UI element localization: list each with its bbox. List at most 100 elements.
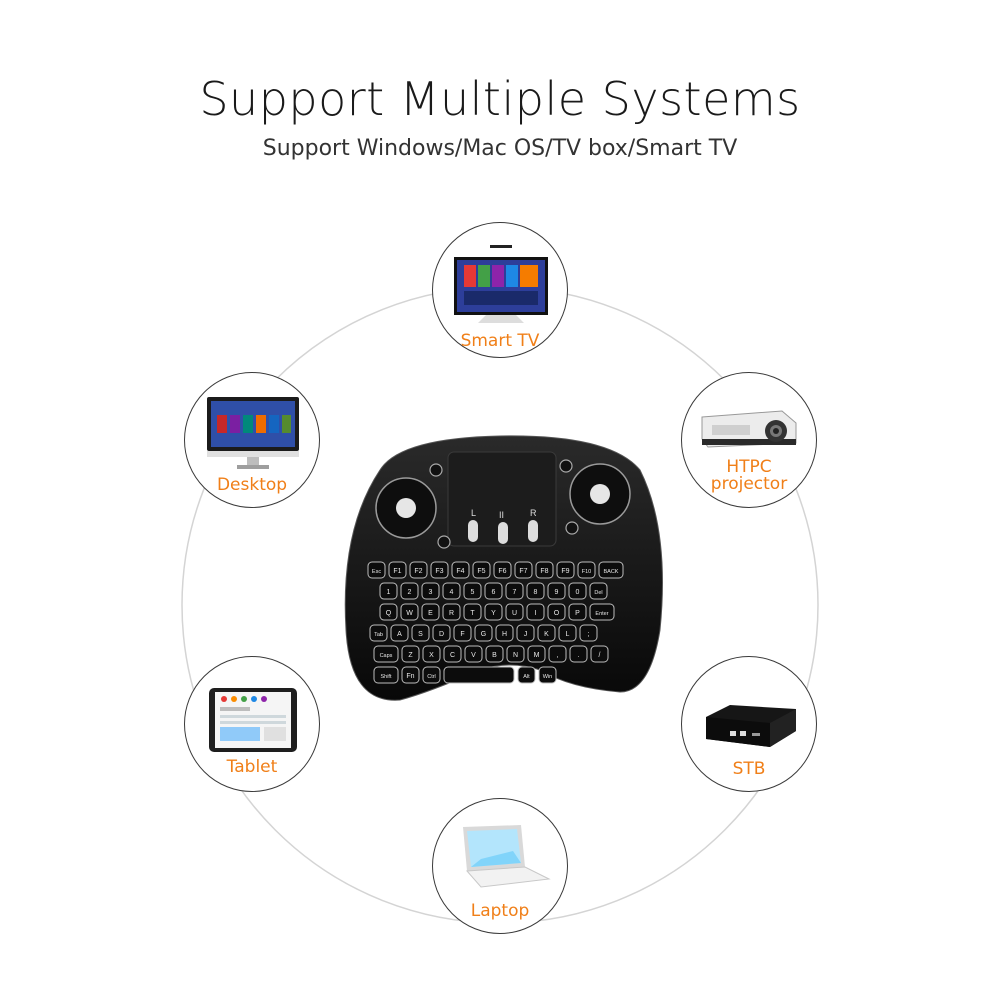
keyboard-key — [451, 561, 470, 579]
keyboard-key — [400, 603, 419, 621]
keyboard-key — [505, 603, 524, 621]
keyboard-key-label: Alt — [523, 674, 530, 680]
projector-label: projector — [710, 474, 788, 494]
keyboard-key-label: F8 — [540, 568, 548, 575]
keyboard-key — [443, 666, 515, 684]
keyboard-key-label: Shift — [380, 674, 391, 680]
keyboard-key-label: Y — [491, 610, 496, 617]
keyboard-key — [474, 624, 493, 642]
left-dpad-icon — [375, 477, 437, 539]
keyboard-key-label: 5 — [471, 589, 475, 596]
keyboard-key-label: A — [397, 631, 402, 638]
keyboard-key — [548, 645, 567, 663]
keyboard-key — [514, 561, 533, 579]
right-dpad-icon — [569, 463, 631, 525]
keyboard-key — [379, 582, 398, 600]
keyboard-key — [442, 582, 461, 600]
keyboard-key-label: R — [449, 610, 454, 617]
keyboard-key — [369, 624, 388, 642]
desktop-monitor-icon — [207, 397, 299, 469]
keyboard-key-label: 8 — [534, 589, 538, 596]
keyboard-key — [432, 624, 451, 642]
page-subtitle: Support Windows/Mac OS/TV box/Smart TV — [262, 136, 738, 161]
keyboard-key — [506, 645, 525, 663]
keyboard-key-label: Esc — [372, 569, 381, 575]
keyboard-key-label: I — [535, 610, 537, 617]
tablet-node: Tablet — [184, 656, 320, 792]
keyboard-key-label: G — [481, 631, 486, 638]
keyboard-key-label: F5 — [477, 568, 485, 575]
keyboard-key — [463, 603, 482, 621]
keyboard-key-label: F9 — [561, 568, 569, 575]
keyboard-key — [556, 561, 575, 579]
keyboard-key — [493, 561, 512, 579]
keyboard-key-label: E — [428, 610, 433, 617]
keyboard-key — [390, 624, 409, 642]
keyboard-key-label: F3 — [435, 568, 443, 575]
keyboard-key-label: W — [406, 610, 413, 617]
keyboard-key-label: C — [450, 652, 455, 659]
keyboard-key-label: F1 — [393, 568, 401, 575]
stb-node: STB — [681, 656, 817, 792]
keyboard-key — [464, 645, 483, 663]
keyboard-key-label: N — [513, 652, 518, 659]
keyboard-key — [422, 666, 441, 684]
keyboard-key-label: 4 — [450, 589, 454, 596]
keyboard-key — [409, 561, 428, 579]
keyboard-key — [589, 603, 615, 621]
keyboard-key-label: V — [471, 652, 476, 659]
smart-tv-icon — [454, 245, 548, 323]
htpc-label: HTPC — [726, 457, 772, 477]
keyboard-key-label: P — [575, 610, 580, 617]
keyboard-key-label: H — [502, 631, 507, 638]
keyboard-key — [598, 561, 624, 579]
keyboard-key-label: X — [429, 652, 434, 659]
laptop-label: Laptop — [470, 901, 530, 921]
keyboard-key — [589, 582, 608, 600]
keyboard-key-label: F — [460, 631, 464, 638]
keyboard-key-label: Caps — [380, 653, 393, 659]
keyboard-key — [421, 603, 440, 621]
keyboard-key-label: F2 — [414, 568, 422, 575]
keyboard-key — [577, 561, 596, 579]
touchpad-button-l: L — [471, 508, 476, 518]
keyboard-key-label: 3 — [429, 589, 433, 596]
keyboard-key-label: F7 — [519, 568, 527, 575]
keyboard-key — [421, 582, 440, 600]
keyboard-key — [484, 603, 503, 621]
keyboard-key — [526, 582, 545, 600]
keyboard-key-label: D — [439, 631, 444, 638]
keyboard-key — [579, 624, 598, 642]
keyboard-key-label: Fn — [406, 673, 414, 680]
keyboard-key-label: 9 — [555, 589, 559, 596]
htpc-projector-node: HTPC projector — [681, 372, 817, 508]
keyboard-key — [400, 582, 419, 600]
keyboard-key-label: Del — [594, 590, 602, 596]
laptop-icon — [463, 825, 551, 888]
keyboard-key — [379, 603, 398, 621]
desktop-label: Desktop — [216, 475, 288, 495]
keyboard-key — [495, 624, 514, 642]
keyboard-key — [568, 582, 587, 600]
keyboard-key — [558, 624, 577, 642]
stb-label: STB — [732, 759, 766, 779]
keyboard-key-label: J — [524, 631, 528, 638]
keyboard-key-label: Z — [408, 652, 413, 659]
tablet-label: Tablet — [226, 757, 278, 777]
keyboard-key-label: F4 — [456, 568, 464, 575]
page-title: Support Multiple Systems — [199, 72, 801, 126]
keyboard-key-label: 7 — [513, 589, 517, 596]
keyboard-key-label: . — [578, 652, 580, 659]
tablet-icon — [209, 688, 297, 752]
keyboard-key — [538, 666, 557, 684]
desktop-node: Desktop — [184, 372, 320, 508]
keyboard-key-label: Ctrl — [427, 674, 436, 680]
keyboard-key-label: 0 — [576, 589, 580, 596]
keyboard-key — [569, 645, 588, 663]
keyboard-key — [401, 666, 420, 684]
keyboard-key — [472, 561, 491, 579]
keyboard-key-label: L — [566, 631, 570, 638]
keyboard-key-label: , — [557, 652, 559, 659]
